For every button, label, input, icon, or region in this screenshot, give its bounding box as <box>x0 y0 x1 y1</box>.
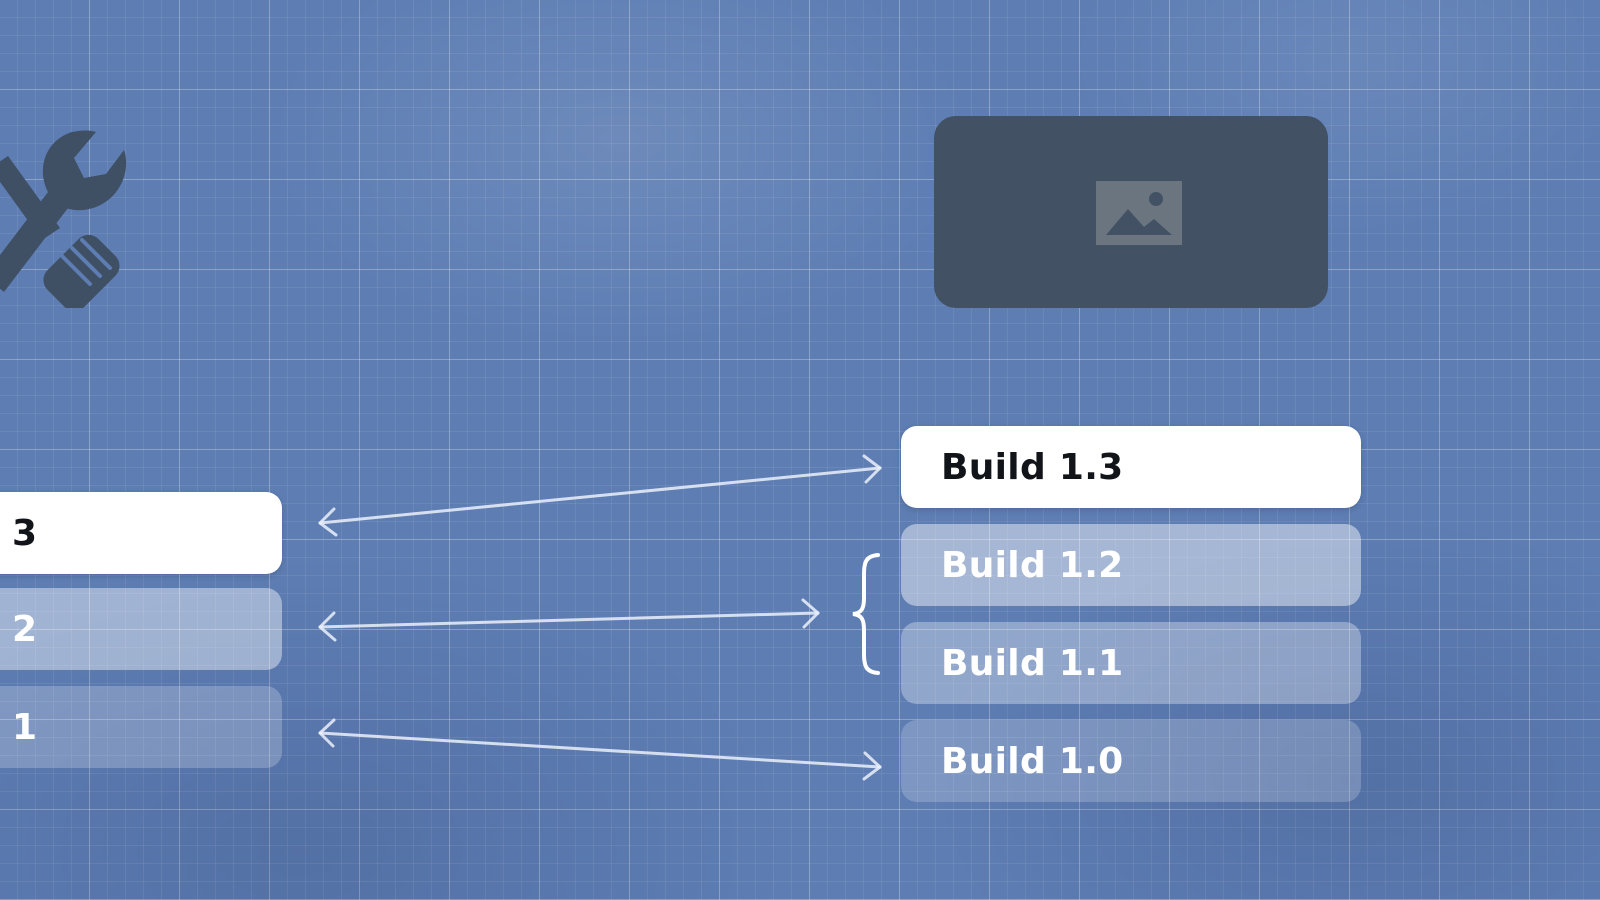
version-label: 3 <box>12 512 38 554</box>
double-arrow-1-to-1-0 <box>318 718 882 781</box>
version-label: 2 <box>12 608 38 650</box>
double-arrow-2-to-1-2-1-1 <box>318 598 820 642</box>
build-label: Build 1.3 <box>941 446 1124 488</box>
version-item-1[interactable]: 1 <box>0 686 282 768</box>
version-label: 1 <box>12 706 38 748</box>
version-item-3[interactable]: 3 <box>0 492 282 574</box>
image-placeholder-panel <box>934 116 1328 308</box>
build-label: Build 1.0 <box>941 740 1124 782</box>
double-arrow-3-to-1-3 <box>318 454 882 537</box>
build-label: Build 1.1 <box>941 642 1124 684</box>
build-item-1-1[interactable]: Build 1.1 <box>901 622 1361 704</box>
image-icon <box>1096 181 1182 245</box>
version-item-2[interactable]: 2 <box>0 588 282 670</box>
build-item-1-2[interactable]: Build 1.2 <box>901 524 1361 606</box>
curly-bracket <box>852 553 880 675</box>
wrench-screwdriver-icon <box>0 130 127 308</box>
build-label: Build 1.2 <box>941 544 1124 586</box>
build-item-1-0[interactable]: Build 1.0 <box>901 720 1361 802</box>
build-item-1-3[interactable]: Build 1.3 <box>901 426 1361 508</box>
